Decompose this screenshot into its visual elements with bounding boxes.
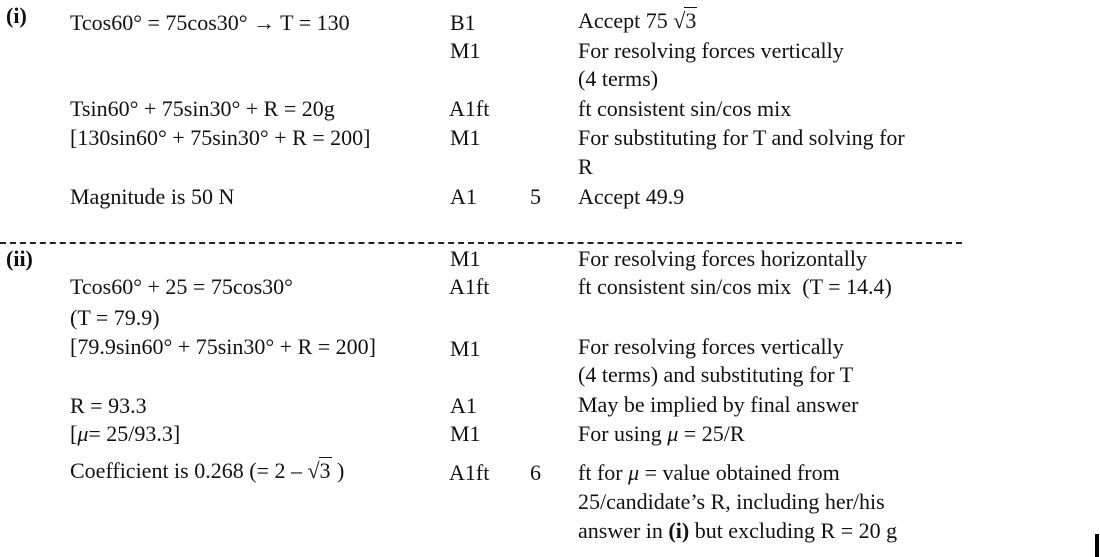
part-i-mark-m1-vertical: M1 xyxy=(450,38,481,63)
part-i-mark-b1: B1 xyxy=(450,10,476,35)
part-i-label: (i) xyxy=(6,3,27,28)
part-ii-note-implied: May be implied by final answer xyxy=(578,392,859,417)
part-i-note-4-terms: (4 terms) xyxy=(578,66,659,91)
sqrt-symbol: √3 xyxy=(307,457,332,483)
part-ii-tension-value: (T = 79.9) xyxy=(70,305,160,330)
part-i-total-marks: 5 xyxy=(530,184,541,209)
part-ii-mark-a1ft-final: A1ft xyxy=(449,460,490,485)
part-ii-mark-m1-horizontal: M1 xyxy=(450,246,481,271)
part-i-equation-horizontal: Tcos60° = 75cos30° → T = 130 xyxy=(70,10,350,35)
part-i-mark-a1ft: A1ft xyxy=(449,96,490,121)
part-i-note-substituting: For substituting for T and solving for xyxy=(578,125,905,150)
part-ii-note-ft-consistent: ft consistent sin/cos mix (T = 14.4) xyxy=(578,274,892,299)
part-ii-label: (ii) xyxy=(6,246,33,271)
part-ii-note-ft-mu: ft for μ = value obtained from xyxy=(578,460,840,485)
part-ii-note-excluding: answer in (i) but excluding R = 20 g xyxy=(578,518,898,543)
part-ii-mark-m1-vertical: M1 xyxy=(450,336,481,361)
part-i-answer: Magnitude is 50 N xyxy=(70,184,235,209)
part-ii-coefficient-answer: Coefficient is 0.268 (= 2 – √3 ) xyxy=(70,457,345,483)
part-ii-equation-horizontal: Tcos60° + 25 = 75cos30° xyxy=(70,274,293,299)
part-i-equation-vertical: Tsin60° + 75sin30° + R = 20g xyxy=(70,96,335,121)
part-i-note-accept-49-9: Accept 49.9 xyxy=(578,184,685,209)
part-ii-r-value: R = 93.3 xyxy=(70,393,147,418)
part-i-note-accept-75root3: Accept 75 √3 xyxy=(578,7,698,33)
section-divider xyxy=(0,242,962,244)
part-ii-note-resolving-vertically: For resolving forces vertically xyxy=(578,334,844,359)
part-i-equation-substituted: [130sin60° + 75sin30° + R = 200] xyxy=(70,125,371,150)
part-i-mark-m1-substituting: M1 xyxy=(450,125,481,150)
text-cursor-mark xyxy=(1095,534,1099,557)
part-ii-note-using-mu: For using μ = 25/R xyxy=(578,421,745,446)
sqrt-symbol: √3 xyxy=(673,7,698,33)
part-ii-mark-a1: A1 xyxy=(450,393,477,418)
part-i-note-resolving-vertically: For resolving forces vertically xyxy=(578,38,844,63)
part-ii-mu-expression: [μ= 25/93.3] xyxy=(70,421,181,446)
part-ii-note-resolving-horizontally: For resolving forces horizontally xyxy=(578,246,867,271)
part-i-mark-a1: A1 xyxy=(450,184,477,209)
part-ii-mark-a1ft: A1ft xyxy=(449,274,490,299)
part-ii-note-candidate-r: 25/candidate’s R, including her/his xyxy=(578,489,885,514)
part-ii-total-marks: 6 xyxy=(530,460,541,485)
part-ii-mark-m1-mu: M1 xyxy=(450,421,481,446)
part-ii-equation-vertical: [79.9sin60° + 75sin30° + R = 200] xyxy=(70,334,376,359)
part-i-note-r: R xyxy=(578,154,593,179)
part-ii-note-4-terms-substituting: (4 terms) and substituting for T xyxy=(578,362,854,387)
part-i-note-ft-consistent: ft consistent sin/cos mix xyxy=(578,96,792,121)
